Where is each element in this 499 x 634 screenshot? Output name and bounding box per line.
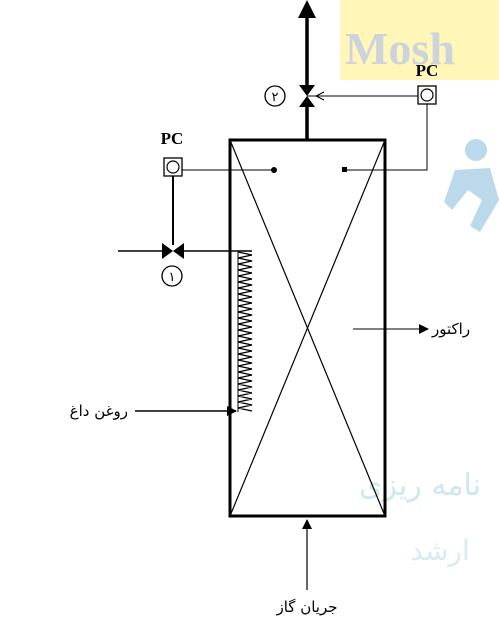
valve-2-tag xyxy=(264,85,286,107)
reactor-label: راکتور xyxy=(431,320,470,338)
valve-2-icon[interactable] xyxy=(299,85,315,107)
runner-icon xyxy=(444,139,499,232)
watermark: Mosh نامه ریزی ارشد xyxy=(340,0,499,567)
signal-arrow-icon xyxy=(314,91,325,101)
outlet-arrow-icon xyxy=(298,0,316,18)
watermark-line2: ارشد xyxy=(410,534,469,567)
watermark-line1: نامه ریزی xyxy=(359,468,481,503)
heating-coil xyxy=(237,251,253,412)
pc-controller-left: PC xyxy=(161,129,277,245)
pc-left-sensor-icon xyxy=(166,160,180,174)
gas-stream-label: جریان گاز xyxy=(275,598,337,616)
hot-oil-label: روغن داغ xyxy=(70,402,128,420)
pc-top-signal-from-reactor xyxy=(345,104,428,171)
valve-1-icon[interactable] xyxy=(162,243,184,259)
gas-inlet: جریان گاز xyxy=(275,519,338,616)
hot-oil-line: روغن داغ xyxy=(70,402,237,420)
top-outlet: ۲ xyxy=(264,0,316,140)
pc-top-sensor-point xyxy=(342,167,347,172)
watermark-brand-text: Mosh xyxy=(345,23,455,74)
valve-1-tag xyxy=(161,265,183,287)
inlet-line: ۱ xyxy=(118,243,252,287)
reactor-vessel xyxy=(228,138,387,518)
pc-controller-top: PC xyxy=(307,61,438,172)
valve-2-number: ۲ xyxy=(272,90,279,105)
pc-top-label: PC xyxy=(416,61,439,80)
pc-left-label: PC xyxy=(161,129,184,148)
valve-1-number: ۱ xyxy=(169,270,176,285)
watermark-banner xyxy=(340,0,499,80)
pc-left-sensor-point xyxy=(271,167,277,173)
reactor-pointer: راکتور xyxy=(353,320,470,338)
catalyst-bed-diagonal-2 xyxy=(229,139,386,517)
pc-top-sensor-icon xyxy=(420,88,434,102)
